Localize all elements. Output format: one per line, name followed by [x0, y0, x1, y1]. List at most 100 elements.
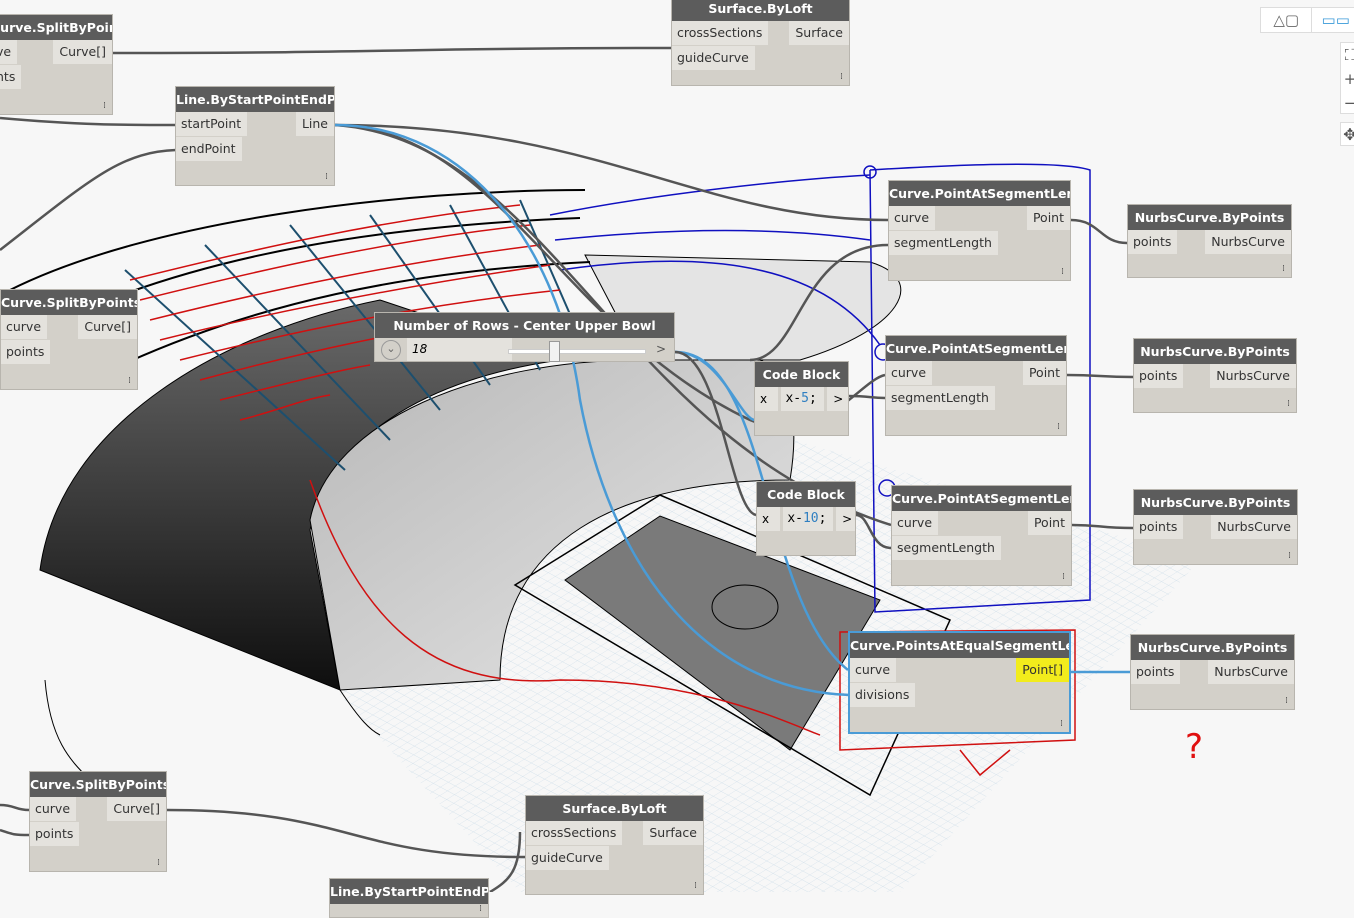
- node-title: Curve.PointsAtEqualSegmentLength: [850, 633, 1069, 658]
- zoom-in-icon[interactable]: +: [1343, 70, 1354, 88]
- input-port-crossSections[interactable]: crossSections: [672, 21, 769, 45]
- node-title: NurbsCurve.ByPoints: [1131, 635, 1294, 660]
- node-resize-grip[interactable]: ⁞: [1285, 696, 1288, 706]
- port-row: points NurbsCurve: [1131, 660, 1294, 685]
- curve-points-at-equal-segment-length-node[interactable]: Curve.PointsAtEqualSegmentLengthcurve Poi…: [848, 631, 1071, 734]
- input-port-guideCurve[interactable]: guideCurve: [526, 846, 609, 870]
- node-resize-grip[interactable]: ⁞: [1288, 551, 1291, 561]
- input-port-points[interactable]: points: [30, 822, 80, 846]
- node-resize-grip[interactable]: ⁞: [1282, 264, 1285, 274]
- input-port-curve[interactable]: curve: [886, 361, 933, 385]
- node-resize-grip[interactable]: ⁞: [103, 101, 106, 111]
- input-port-curve[interactable]: curve: [850, 658, 897, 682]
- input-port-points[interactable]: points: [1134, 515, 1184, 539]
- output-port[interactable]: Point: [1027, 511, 1071, 535]
- input-port-ve[interactable]: ve: [0, 40, 18, 64]
- input-port-points[interactable]: points: [1131, 660, 1181, 684]
- zoom-out-icon[interactable]: −: [1343, 94, 1354, 112]
- output-port[interactable]: NurbsCurve: [1208, 660, 1294, 684]
- port-row: crossSections Surface: [526, 821, 703, 846]
- input-port-points[interactable]: points: [1, 340, 51, 364]
- geometry-view-icon[interactable]: △▢: [1261, 8, 1313, 32]
- slider-thumb[interactable]: [548, 341, 560, 362]
- input-port-x[interactable]: x: [755, 387, 779, 411]
- output-port[interactable]: >: [836, 507, 855, 531]
- node-resize-grip[interactable]: ⁞: [157, 858, 160, 868]
- output-port[interactable]: Curve[]: [107, 797, 166, 821]
- output-port[interactable]: Curve[]: [53, 40, 112, 64]
- code-block-node[interactable]: Code Block x x-10; >: [756, 481, 856, 556]
- output-port[interactable]: Point: [1026, 206, 1070, 230]
- output-port[interactable]: NurbsCurve: [1211, 515, 1297, 539]
- curve-split-by-points-node[interactable]: Curve.SplitByPointsve Curve[] nts ⁞: [0, 14, 113, 115]
- wires: [0, 46, 1134, 892]
- graph-view-icon[interactable]: ▭▭: [1321, 11, 1350, 29]
- output-port[interactable]: Surface: [643, 821, 703, 845]
- node-resize-grip[interactable]: ⁞: [479, 904, 482, 914]
- input-port-crossSections[interactable]: crossSections: [526, 821, 623, 845]
- curve-point-at-segment-length-node[interactable]: Curve.PointAtSegmentLengthcurve Point segm…: [888, 180, 1071, 281]
- input-port-curve[interactable]: curve: [30, 797, 77, 821]
- slider-value[interactable]: 18: [407, 338, 512, 361]
- input-port-points[interactable]: points: [1128, 230, 1178, 254]
- code-editor[interactable]: x-5;: [781, 387, 825, 411]
- node-resize-grip[interactable]: ⁞: [1287, 399, 1290, 409]
- pan-icon[interactable]: ✥: [1343, 125, 1354, 144]
- node-title: Curve.PointAtSegmentLength: [889, 181, 1070, 206]
- output-port[interactable]: Curve[]: [78, 315, 137, 339]
- input-port-segmentLength[interactable]: segmentLength: [892, 536, 1001, 560]
- port-row: nts: [0, 65, 112, 90]
- node-resize-grip[interactable]: ⁞: [1062, 572, 1065, 582]
- input-port-curve[interactable]: curve: [892, 511, 939, 535]
- code-block-title: Code Block: [757, 482, 855, 507]
- output-port[interactable]: NurbsCurve: [1205, 230, 1291, 254]
- output-port[interactable]: Line: [295, 112, 334, 136]
- line-by-start-point-end-point-node[interactable]: Line.ByStartPointEndPointstartPointLinee…: [175, 86, 335, 186]
- output-port[interactable]: >: [827, 387, 848, 411]
- code-block-node[interactable]: Code Block x x-5; >: [754, 361, 849, 436]
- input-port-startPoint[interactable]: startPoint: [176, 112, 248, 136]
- node-resize-grip[interactable]: ⁞: [1060, 719, 1063, 729]
- input-port-points[interactable]: points: [1134, 364, 1184, 388]
- node-title: Curve.SplitByPoints: [0, 15, 112, 40]
- zoom-fit-icon[interactable]: ⛶: [1344, 46, 1354, 64]
- line-by-start-point-end-point-node[interactable]: Line.ByStartPointEndPoint⁞: [329, 878, 489, 918]
- input-port-divisions[interactable]: divisions: [850, 683, 916, 707]
- input-port-endPoint[interactable]: endPoint: [176, 137, 242, 161]
- curve-point-at-segment-length-node[interactable]: Curve.PointAtSegmentLengthcurvePointsegm…: [885, 335, 1067, 436]
- input-port-curve[interactable]: curve: [1, 315, 48, 339]
- input-port-curve[interactable]: curve: [889, 206, 936, 230]
- port-row: curve Curve[]: [30, 797, 166, 822]
- input-port-guideCurve[interactable]: guideCurve: [672, 46, 755, 70]
- port-row: curve Curve[]: [1, 315, 137, 340]
- node-resize-grip[interactable]: ⁞: [694, 881, 697, 891]
- output-port[interactable]: Point: [1022, 361, 1066, 385]
- port-row: segmentLength: [892, 536, 1071, 561]
- input-port-x[interactable]: x: [757, 507, 781, 531]
- slider-track[interactable]: [508, 349, 646, 354]
- node-resize-grip[interactable]: ⁞: [1057, 422, 1060, 432]
- output-port[interactable]: Point[]: [1016, 658, 1069, 682]
- node-resize-grip[interactable]: ⁞: [840, 72, 843, 82]
- node-resize-grip[interactable]: ⁞: [128, 376, 131, 386]
- output-port[interactable]: Surface: [789, 21, 849, 45]
- input-port-segmentLength[interactable]: segmentLength: [889, 231, 998, 255]
- expand-chevron-icon[interactable]: ⌄: [381, 340, 401, 360]
- node-resize-grip[interactable]: ⁞: [325, 172, 328, 182]
- output-port[interactable]: NurbsCurve: [1210, 364, 1296, 388]
- slider-output-port[interactable]: >: [655, 342, 666, 356]
- input-port-segmentLength[interactable]: segmentLength: [886, 386, 995, 410]
- input-port-nts[interactable]: nts: [0, 65, 22, 89]
- curve-point-at-segment-length-node[interactable]: Curve.PointAtSegmentLengthcurvePointsegm…: [891, 485, 1072, 586]
- code-editor[interactable]: x-10;: [783, 507, 834, 531]
- number-slider-node[interactable]: Number of Rows - Center Upper Bowl ⌄ 18 …: [374, 312, 675, 362]
- node-resize-grip[interactable]: ⁞: [1061, 267, 1064, 277]
